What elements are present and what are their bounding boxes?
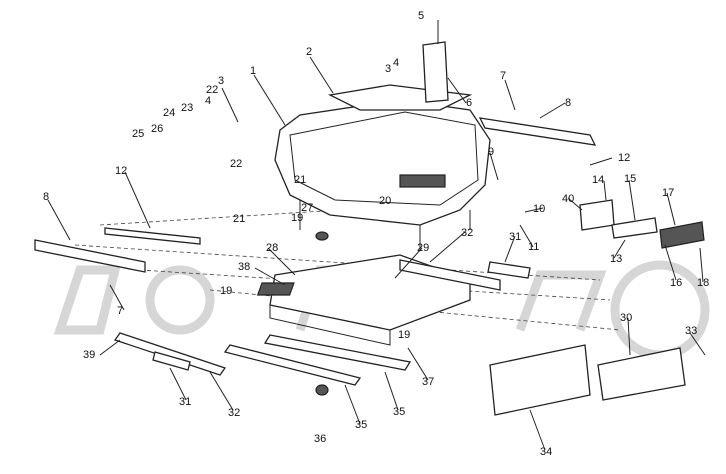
callout-18: 18	[697, 277, 709, 289]
upper-rail	[399, 259, 501, 291]
callout-27: 27	[301, 202, 313, 214]
right-rail	[478, 117, 597, 146]
lower-rail-center	[223, 344, 362, 386]
callout-11: 11	[528, 241, 539, 253]
side-member	[104, 227, 201, 245]
callout-16: 16	[670, 277, 682, 289]
callout-40: 40	[562, 193, 574, 205]
callout-35: 35	[355, 419, 367, 431]
bracket-15	[611, 217, 658, 239]
small-plate	[487, 261, 531, 279]
callout-14: 14	[592, 174, 604, 186]
callout-30: 30	[620, 312, 632, 324]
frame-cage	[274, 99, 491, 250]
callout-10: 10	[533, 203, 545, 215]
mount-27	[315, 231, 329, 241]
callout-8: 8	[565, 97, 571, 109]
callout-13: 13	[610, 253, 622, 265]
callout-31b: 31	[179, 396, 191, 408]
callout-19: 19	[291, 212, 303, 224]
callout-17: 17	[662, 187, 674, 199]
callout-38: 38	[238, 261, 250, 273]
callout-24: 24	[163, 107, 175, 119]
callout-2: 2	[306, 46, 312, 58]
left-rail	[34, 239, 146, 273]
callout-3: 3	[218, 75, 224, 87]
callout-19c: 19	[398, 329, 410, 341]
callout-labels: 1 2 3 3 4 4 5 6 7 7 8 8 9 10 11 12 12 13…	[43, 10, 709, 458]
lower-rail-right	[263, 334, 412, 371]
callout-12: 12	[618, 152, 630, 164]
callout-35b: 35	[393, 406, 405, 418]
callout-26: 26	[151, 123, 163, 135]
callout-21b: 21	[233, 213, 245, 225]
callout-8b: 8	[43, 191, 49, 203]
callout-1: 1	[250, 65, 256, 77]
callout-36: 36	[314, 433, 326, 445]
bracket-14	[579, 199, 615, 231]
top-panel	[327, 84, 473, 111]
mount-36	[315, 384, 329, 396]
callout-19b: 19	[220, 285, 232, 297]
callout-9: 9	[488, 146, 494, 158]
callout-22b: 22	[230, 158, 242, 170]
lower-plate	[152, 351, 191, 371]
callout-32b: 32	[228, 407, 240, 419]
callout-29: 29	[417, 242, 429, 254]
callout-31: 31	[509, 231, 521, 243]
callout-23: 23	[181, 102, 193, 114]
lower-rail-left	[113, 332, 227, 376]
callout-4: 4	[393, 57, 399, 69]
side-panel-right	[597, 347, 686, 401]
callout-28: 28	[266, 242, 278, 254]
callout-3b: 3	[385, 63, 391, 75]
callout-12b: 12	[115, 165, 127, 177]
vertical-bracket	[422, 41, 449, 103]
callout-32: 32	[461, 227, 473, 239]
callout-39: 39	[83, 349, 95, 361]
callout-7b: 7	[117, 305, 123, 317]
callout-25: 25	[132, 128, 144, 140]
callout-4b: 4	[205, 95, 211, 107]
callout-20: 20	[379, 195, 391, 207]
callout-15: 15	[624, 173, 636, 185]
callout-34: 34	[540, 446, 552, 458]
callout-21: 21	[294, 174, 306, 186]
callout-5: 5	[418, 10, 424, 22]
bracket-17	[659, 221, 705, 249]
leader-lines	[47, 20, 706, 451]
callout-6: 6	[466, 97, 472, 109]
callout-22: 22	[206, 84, 218, 96]
side-panel-left	[489, 344, 591, 416]
callout-37: 37	[422, 376, 434, 388]
callout-7: 7	[500, 70, 506, 82]
callout-33: 33	[685, 325, 697, 337]
